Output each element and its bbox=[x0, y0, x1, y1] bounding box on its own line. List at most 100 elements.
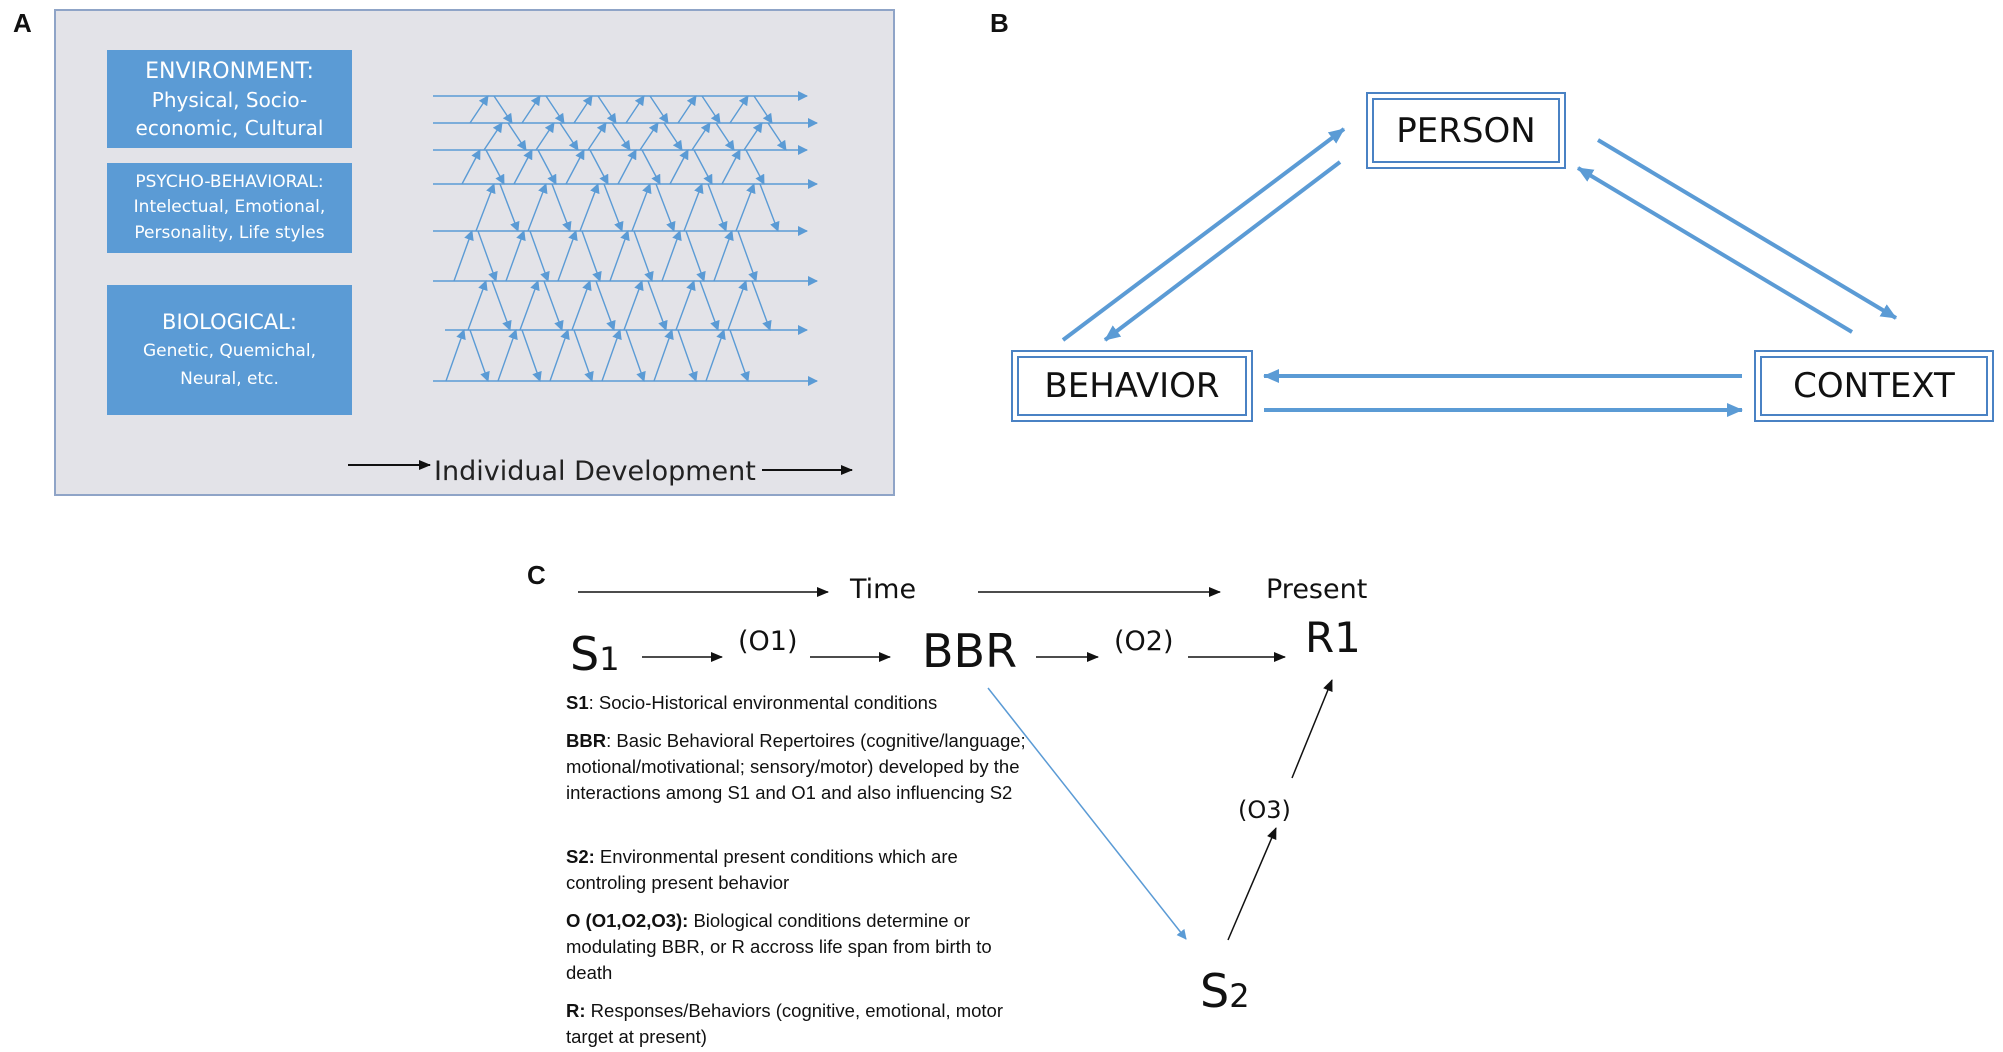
lattice-diagonal-arrow bbox=[527, 183, 548, 232]
lattice-diagonal-arrow bbox=[677, 329, 698, 382]
legend-s2: S2: Environmental present conditions whi… bbox=[566, 844, 1026, 896]
lattice-diagonal-arrow bbox=[551, 183, 572, 232]
lattice-diagonal-arrow bbox=[445, 329, 466, 382]
lattice-diagonal-arrow bbox=[529, 230, 550, 282]
lattice-diagonal-arrow bbox=[601, 329, 622, 382]
lattice-diagonal-arrow bbox=[653, 329, 674, 382]
lattice-diagonal-arrow bbox=[519, 280, 540, 331]
individual-development-label: Individual Development bbox=[434, 456, 756, 487]
lattice-diagonal-arrow bbox=[691, 122, 711, 151]
legend-s2-term: S2: bbox=[566, 846, 595, 867]
environment-line-1: Physical, Socio- bbox=[151, 87, 308, 112]
lattice-diagonal-arrow bbox=[617, 149, 637, 185]
lattice-diagonal-arrow bbox=[485, 149, 505, 185]
time-label: Time bbox=[850, 574, 917, 605]
legend-s2-text: Environmental present conditions which a… bbox=[566, 846, 958, 893]
psycho-line-1: Intelectual, Emotional, bbox=[133, 197, 326, 217]
r1-label: R1 bbox=[1305, 613, 1361, 662]
lattice-diagonal-arrow bbox=[565, 149, 585, 185]
development-lattice bbox=[433, 91, 818, 386]
lattice-diagonal-arrow bbox=[573, 95, 593, 124]
lattice-diagonal-arrow bbox=[649, 95, 669, 124]
lattice-diagonal-arrow bbox=[573, 329, 594, 382]
lattice-diagonal-arrow bbox=[759, 183, 780, 232]
lattice-diagonal-arrow bbox=[663, 122, 683, 151]
lattice-diagonal-arrow bbox=[661, 230, 682, 282]
lattice-diagonal-arrow bbox=[597, 95, 617, 124]
lattice-diagonal-arrow bbox=[699, 280, 720, 331]
legend-bbr: BBR: Basic Behavioral Repertoires (cogni… bbox=[566, 728, 1026, 806]
lattice-diagonal-arrow bbox=[477, 230, 498, 282]
lattice-diagonal-arrow bbox=[557, 230, 578, 282]
lattice-diagonal-arrow bbox=[625, 329, 646, 382]
lattice-diagonal-arrow bbox=[513, 149, 533, 185]
s2-label: S2 bbox=[1200, 964, 1250, 1018]
lattice-diagonal-arrow bbox=[581, 230, 602, 282]
lattice-diagonal-arrow bbox=[609, 230, 630, 282]
lattice-diagonal-arrow bbox=[729, 95, 749, 124]
lattice-diagonal-arrow bbox=[505, 230, 526, 282]
lattice-diagonal-arrow bbox=[701, 95, 721, 124]
lattice-diagonal-arrow bbox=[639, 122, 659, 151]
lattice-diagonal-arrow bbox=[685, 230, 706, 282]
lattice-diagonal-arrow bbox=[729, 329, 750, 382]
s1-subscript: 1 bbox=[599, 640, 620, 678]
lattice-diagonal-arrow bbox=[545, 95, 565, 124]
s2-subscript: 2 bbox=[1229, 977, 1250, 1015]
lattice-diagonal-arrow bbox=[543, 280, 564, 331]
bbr-label: BBR bbox=[922, 624, 1018, 678]
panel-c-letter: C bbox=[527, 560, 546, 590]
environment-title: ENVIRONMENT: bbox=[145, 58, 314, 84]
lattice-diagonal-arrow bbox=[461, 149, 481, 185]
lattice-diagonal-arrow bbox=[611, 122, 631, 151]
legend-r-text: Responses/Behaviors (cognitive, emotiona… bbox=[566, 1000, 1004, 1047]
lattice-diagonal-arrow bbox=[623, 280, 644, 331]
o1-label: (O1) bbox=[738, 626, 798, 657]
lattice-diagonal-arrow bbox=[497, 329, 518, 382]
lattice-diagonal-arrow bbox=[467, 280, 488, 331]
lattice-diagonal-arrow bbox=[753, 95, 773, 124]
lattice-diagonal-arrow bbox=[745, 149, 765, 185]
lattice-diagonal-arrow bbox=[469, 329, 490, 382]
o3-to-r1-arrow bbox=[1291, 679, 1333, 779]
lattice-diagonal-arrow bbox=[491, 280, 512, 331]
lattice-diagonal-arrow bbox=[587, 122, 607, 151]
lattice-diagonal-arrow bbox=[633, 230, 654, 282]
s1-letter: S bbox=[570, 627, 600, 681]
lattice-diagonal-arrow bbox=[675, 280, 696, 331]
lattice-diagonal-arrow bbox=[647, 280, 668, 331]
lattice-diagonal-arrow bbox=[625, 95, 645, 124]
lattice-diagonal-arrow bbox=[683, 183, 704, 232]
psycho-title: PSYCHO-BEHAVIORAL: bbox=[135, 172, 324, 192]
lattice-diagonal-arrow bbox=[707, 183, 728, 232]
person-to-context-arrow bbox=[1596, 138, 1898, 320]
lattice-diagonal-arrow bbox=[571, 280, 592, 331]
lattice-diagonal-arrow bbox=[549, 329, 570, 382]
biological-line-1: Genetic, Quemichal, bbox=[143, 341, 316, 361]
bbr-to-s2-arrow bbox=[987, 687, 1187, 940]
s2-letter: S bbox=[1200, 964, 1230, 1018]
lattice-diagonal-arrow bbox=[669, 149, 689, 185]
lattice-diagonal-arrow bbox=[655, 183, 676, 232]
present-label: Present bbox=[1266, 574, 1368, 605]
legend-s1-text: : Socio-Historical environmental conditi… bbox=[588, 692, 938, 713]
lattice-diagonal-arrow bbox=[631, 183, 652, 232]
context-to-person-arrow bbox=[1576, 166, 1854, 334]
lattice-diagonal-arrow bbox=[453, 230, 474, 282]
environment-line-2: economic, Cultural bbox=[135, 115, 324, 140]
lattice-diagonal-arrow bbox=[507, 122, 527, 151]
lattice-diagonal-arrow bbox=[521, 95, 541, 124]
psycho-behavioral-box: PSYCHO-BEHAVIORAL: Intelectual, Emotiona… bbox=[107, 163, 352, 253]
lattice-diagonal-arrow bbox=[715, 122, 735, 151]
legend-bbr-term: BBR bbox=[566, 730, 607, 751]
legend-o-text: Biological conditions determine or modul… bbox=[566, 910, 992, 983]
lattice-diagonal-arrow bbox=[469, 95, 489, 124]
legend-bbr-text: : Basic Behavioral Repertoires (cognitiv… bbox=[566, 730, 1026, 803]
lattice-diagonal-arrow bbox=[603, 183, 624, 232]
person-label: PERSON bbox=[1372, 98, 1560, 163]
lattice-diagonal-arrow bbox=[521, 329, 542, 382]
lattice-diagonal-arrow bbox=[537, 149, 557, 185]
lattice-diagonal-arrow bbox=[727, 280, 748, 331]
lattice-diagonal-arrow bbox=[767, 122, 787, 151]
panel-a-letter: A bbox=[13, 8, 32, 38]
